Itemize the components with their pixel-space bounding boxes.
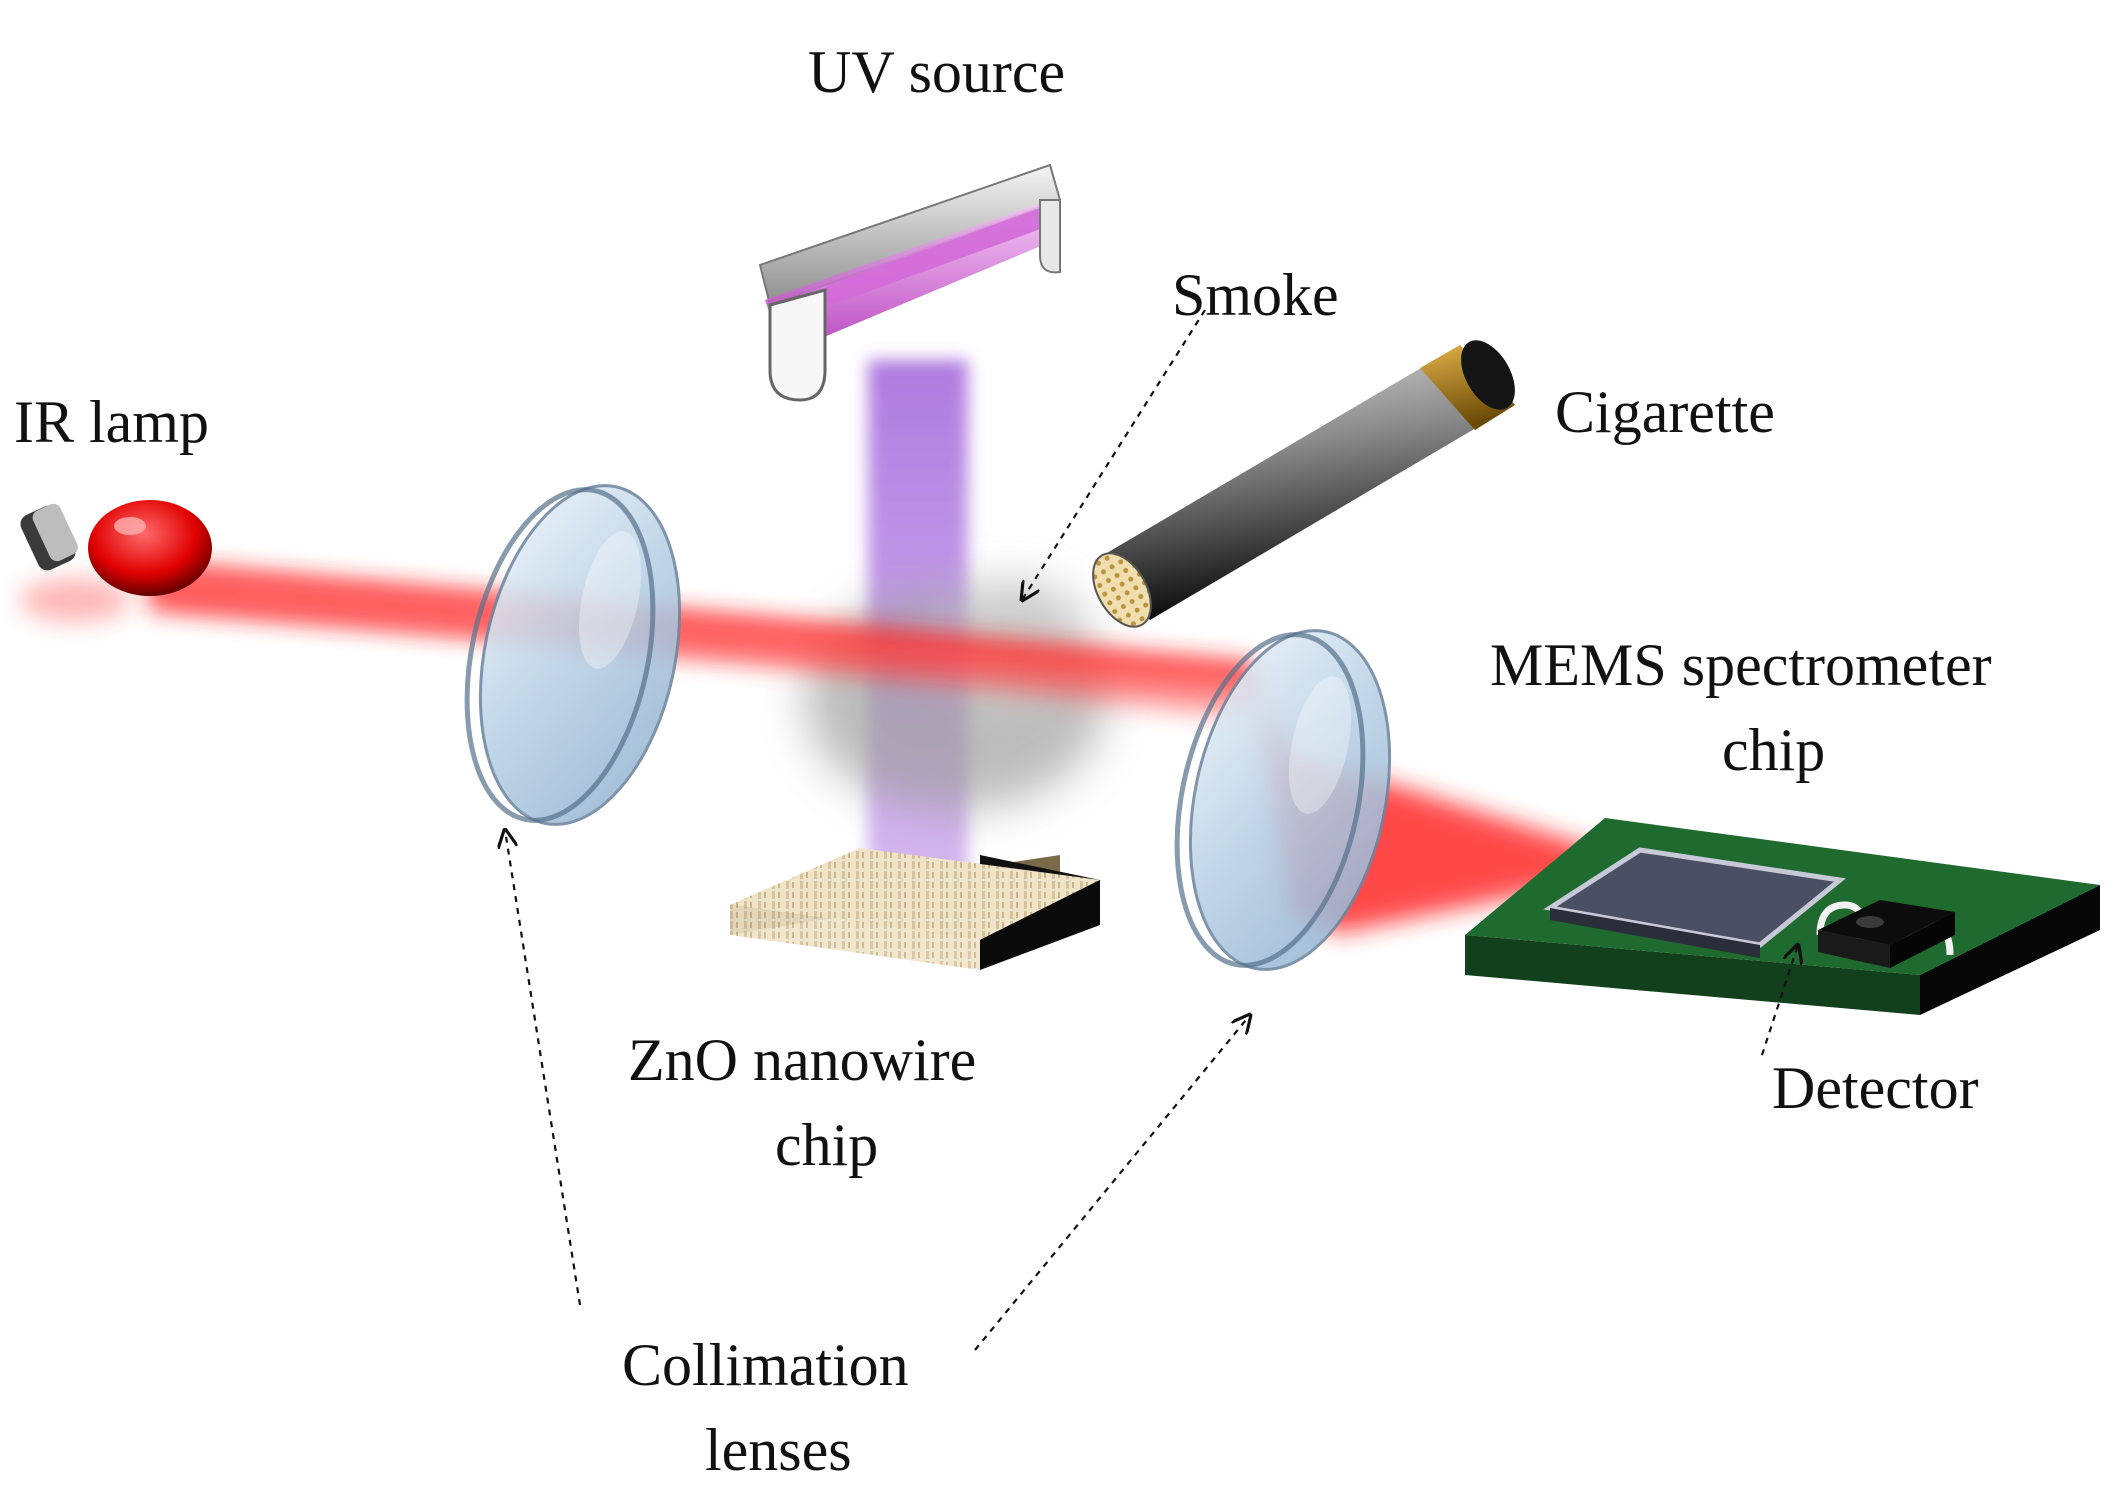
detector-arrow — [1760, 945, 1798, 1056]
ir-beam — [150, 562, 1600, 933]
uv-source-label: UV source — [808, 39, 1065, 105]
collimation-lens-left — [464, 484, 682, 826]
detector-label: Detector — [1772, 1055, 1979, 1121]
detector-ic — [1816, 900, 1955, 968]
cigarette-label: Cigarette — [1555, 379, 1775, 445]
collimation-label-line1: Collimation — [622, 1332, 909, 1398]
ir-lamp-label: IR lamp — [14, 389, 209, 455]
cigarette — [1092, 340, 1515, 628]
zno-label-line2: chip — [775, 1112, 878, 1178]
zno-label-line1: ZnO nanowire — [628, 1027, 976, 1093]
mems-label-line2: chip — [1722, 717, 1825, 783]
uv-source-lamp — [758, 163, 1062, 402]
zno-nanowire-chip — [730, 848, 1100, 970]
collimation-label-line2: lenses — [705, 1417, 852, 1483]
collimation-lens-right — [1174, 629, 1392, 971]
smoke-label: Smoke — [1172, 262, 1339, 328]
ir-lamp — [20, 500, 212, 622]
lens-right-arrow — [974, 1015, 1250, 1351]
smoke-arrow — [1022, 309, 1206, 600]
leader-arrows — [505, 309, 1798, 1351]
mems-label-line1: MEMS spectrometer — [1490, 632, 1992, 698]
lens-left-arrow — [505, 830, 582, 1306]
